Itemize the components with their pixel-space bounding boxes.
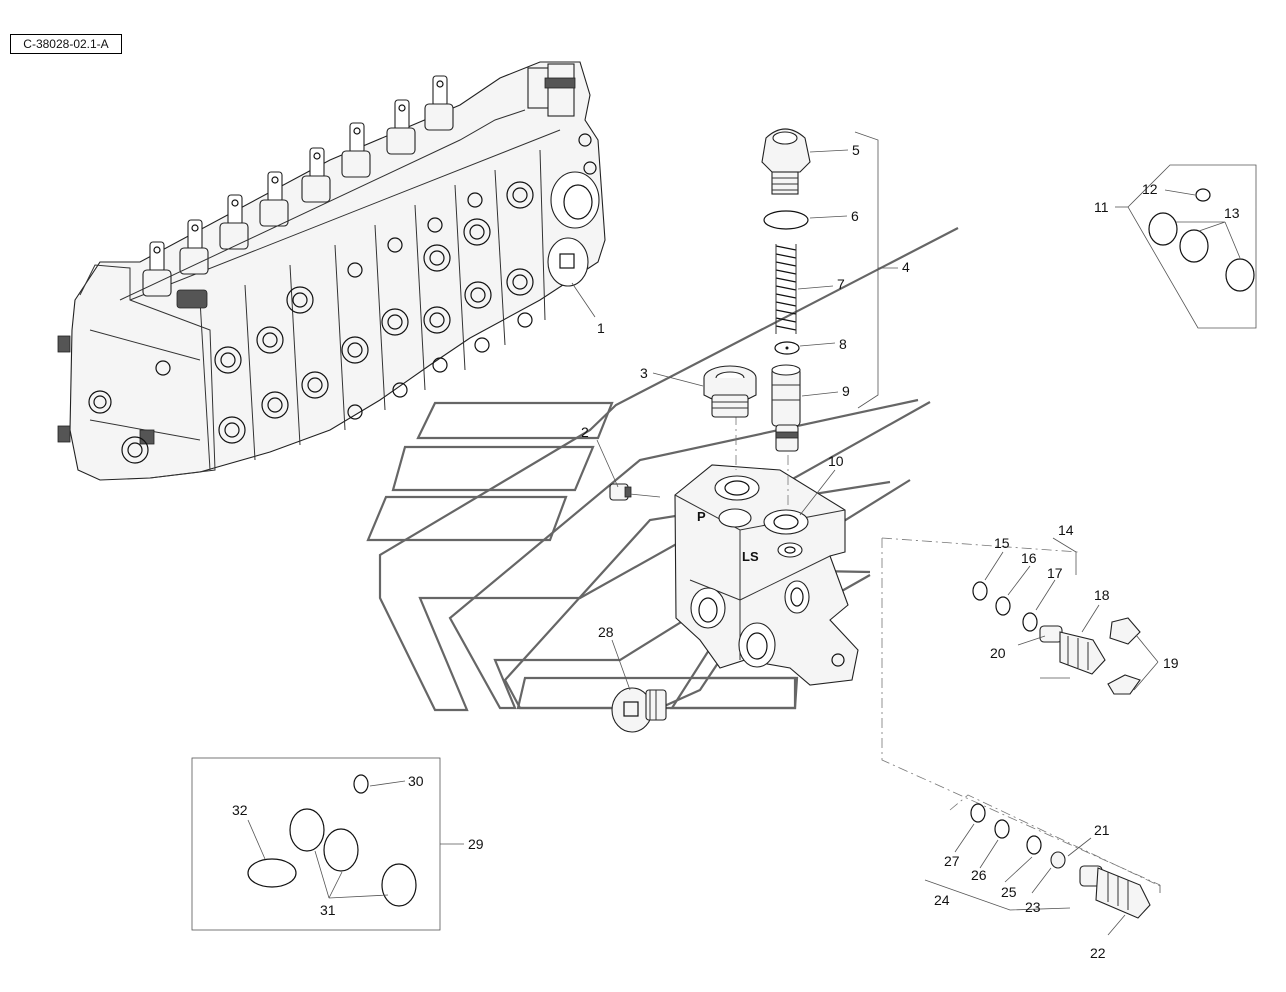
callout-4: 4	[902, 259, 910, 275]
callout-16: 16	[1021, 550, 1037, 566]
callout-17: 17	[1047, 565, 1063, 581]
seal-kit-group-29[interactable]	[191, 757, 441, 931]
callout-22: 22	[1090, 945, 1106, 961]
relief-valve-group-24[interactable]	[970, 803, 1151, 919]
callout-30: 30	[408, 773, 424, 789]
callout-18: 18	[1094, 587, 1110, 603]
callout-32: 32	[232, 802, 248, 818]
part-8-disc[interactable]	[774, 341, 800, 355]
port-ls-label: LS	[742, 549, 759, 564]
callout-20: 20	[990, 645, 1006, 661]
callout-13: 13	[1224, 205, 1240, 221]
callout-12: 12	[1142, 181, 1158, 197]
callout-27: 27	[944, 853, 960, 869]
callout-15: 15	[994, 535, 1010, 551]
part-5-plug[interactable]	[761, 128, 811, 195]
callout-29: 29	[468, 836, 484, 852]
part-6-o-ring[interactable]	[763, 210, 809, 230]
callout-6: 6	[851, 208, 859, 224]
callout-25: 25	[1001, 884, 1017, 900]
callout-24: 24	[934, 892, 950, 908]
callout-10: 10	[828, 453, 844, 469]
callout-7: 7	[837, 276, 845, 292]
port-p-label: P	[697, 509, 706, 524]
part-2-plug[interactable]	[609, 483, 661, 501]
callout-26: 26	[971, 867, 987, 883]
callout-5: 5	[852, 142, 860, 158]
control-valve-assembly[interactable]	[57, 61, 606, 481]
callout-11: 11	[1094, 199, 1109, 215]
part-7-spring[interactable]	[775, 244, 797, 334]
callout-2: 2	[581, 424, 589, 440]
callout-28: 28	[598, 624, 614, 640]
part-3-bushing[interactable]	[703, 365, 757, 418]
callout-labels: 1 2 3 4 5 6 7 8 9 10 11 12 13 14 15 16 1…	[232, 142, 1240, 961]
relief-valve-group-14[interactable]	[972, 581, 1141, 695]
callout-1: 1	[597, 320, 605, 336]
seal-kit-group-11[interactable]	[1127, 164, 1257, 329]
callout-31: 31	[320, 902, 336, 918]
callout-21: 21	[1094, 822, 1110, 838]
callout-14: 14	[1058, 522, 1074, 538]
priority-valve-body[interactable]: P LS	[674, 464, 859, 686]
callout-19: 19	[1163, 655, 1179, 671]
callout-23: 23	[1025, 899, 1041, 915]
callout-3: 3	[640, 365, 648, 381]
callout-8: 8	[839, 336, 847, 352]
part-9-spool[interactable]	[771, 364, 801, 452]
part-28-plug[interactable]	[611, 687, 667, 733]
drawing-reference-box: C-38028-02.1-A	[10, 34, 122, 54]
callout-9: 9	[842, 383, 850, 399]
leader-lines	[247, 149, 1241, 936]
